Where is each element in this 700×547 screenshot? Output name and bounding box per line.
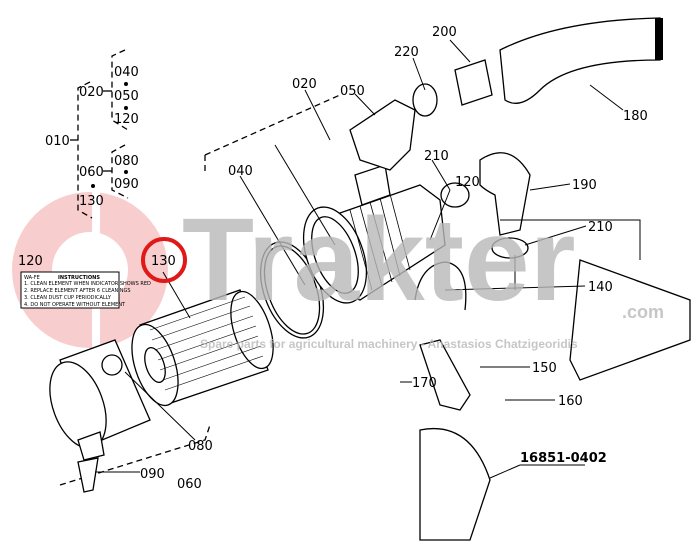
tree-010: 010 xyxy=(45,134,70,149)
instruction-label: WA-FE INSTRUCTIONS 1. CLEAN ELEMENT WHEN… xyxy=(20,271,151,309)
callout-140[interactable]: 140 xyxy=(588,280,613,295)
callout-210-b[interactable]: 210 xyxy=(588,220,613,235)
manifold xyxy=(569,259,691,381)
callout-090[interactable]: 090 xyxy=(140,467,165,482)
callout-220[interactable]: 220 xyxy=(394,45,419,60)
air-cleaner-body xyxy=(302,99,446,304)
label-line: 2. REPLACE ELEMENT AFTER 6 CLEANINGS xyxy=(24,288,131,294)
callout-170[interactable]: 170 xyxy=(412,376,437,391)
callout-190[interactable]: 190 xyxy=(572,178,597,193)
tree-040: 040 xyxy=(114,65,139,80)
tree-020: 020 xyxy=(79,85,104,100)
filter-element-130 xyxy=(131,289,274,407)
callout-020[interactable]: 020 xyxy=(292,77,317,92)
callout-040[interactable]: 040 xyxy=(228,164,253,179)
engine-body xyxy=(419,428,491,541)
drawing-code: 16851-0402 xyxy=(520,451,607,466)
bracket-150 xyxy=(419,339,471,411)
callout-060[interactable]: 060 xyxy=(177,477,202,492)
watermark-brand: Trakter xyxy=(182,194,576,326)
clamp-210-b xyxy=(491,237,529,259)
tree-130: 130 xyxy=(79,194,104,209)
assembly-tree: 040 050 120 020 010 060 080 090 130 xyxy=(45,49,139,219)
tree-060: 060 xyxy=(79,165,104,180)
callout-160[interactable]: 160 xyxy=(558,394,583,409)
callout-200[interactable]: 200 xyxy=(432,25,457,40)
tree-090: 090 xyxy=(114,177,139,192)
callout-150[interactable]: 150 xyxy=(532,361,557,376)
elbow-hose-190 xyxy=(479,152,531,236)
label-line: 1. CLEAN ELEMENT WHEN INDICATOR SHOWS RE… xyxy=(24,281,151,287)
band-140 xyxy=(414,261,467,311)
clamp-220 xyxy=(412,83,438,117)
clamp-210 xyxy=(440,182,470,208)
label-line: 4. DO NOT OPERATE WITHOUT ELEMENT xyxy=(24,302,126,308)
callout-210[interactable]: 210 xyxy=(424,149,449,164)
callout-080[interactable]: 080 xyxy=(188,439,213,454)
tree-120: 120 xyxy=(114,112,139,127)
tree-050: 050 xyxy=(114,89,139,104)
callout-120[interactable]: 120 xyxy=(455,175,480,190)
label-line: 3. CLEAN DUST CUP PERIODICALLY xyxy=(24,295,112,301)
tree-080: 080 xyxy=(114,154,139,169)
highlight-ring-130 xyxy=(141,237,187,283)
callout-130[interactable]: 130 xyxy=(151,254,176,269)
pipe-200 xyxy=(454,59,493,106)
watermark-subtitle: Spare parts for agricultural machinery -… xyxy=(200,337,578,351)
dust-cup-cover-060 xyxy=(49,339,151,493)
label-title: INSTRUCTIONS xyxy=(58,275,100,281)
label-code: WA-FE xyxy=(24,275,40,281)
watermark-domain: .com xyxy=(622,302,664,322)
callout-120-label[interactable]: 120 xyxy=(18,254,43,269)
callout-050[interactable]: 050 xyxy=(340,84,365,99)
callout-180[interactable]: 180 xyxy=(623,109,648,124)
intake-pipe-180 xyxy=(499,17,663,104)
